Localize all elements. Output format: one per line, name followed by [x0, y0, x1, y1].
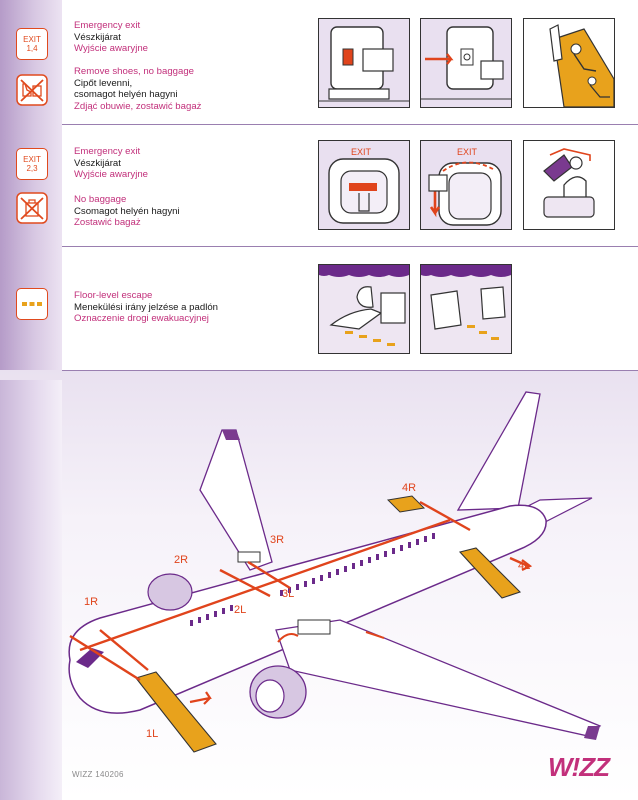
text-hu: Cipőt levenni,: [74, 77, 133, 89]
panel-overwing-exit-remove: EXIT: [420, 140, 512, 230]
panel-crawl-floor-lights: [318, 264, 410, 354]
exit-label-3r: 3R: [270, 534, 285, 546]
text-hu: Csomagot helyén hagyni: [74, 205, 180, 217]
exit-label-3l: 3L: [282, 588, 295, 600]
exit-icon-label: EXIT: [23, 155, 41, 164]
panel-floor-lights-aisle: [420, 264, 512, 354]
text-en: Emergency exit: [74, 20, 141, 31]
text-pl: Wyjście awaryjne: [74, 169, 149, 180]
aircraft-exit-diagram: [68, 391, 602, 753]
wizz-logo: W!ZZ: [548, 752, 610, 782]
text-en: Remove shoes, no baggage: [74, 66, 195, 77]
text-pl: Zdjąć obuwie, zostawić bagaż: [74, 100, 202, 112]
exit-icon-numbers: 2,3: [26, 164, 38, 173]
section-divider: [62, 370, 638, 371]
exit-icon-label: EXIT: [23, 35, 41, 44]
panel-door-push: [420, 18, 512, 108]
section1-text-2: Remove shoes, no baggage Cipőt levenni, …: [74, 66, 304, 112]
text-en: Floor-level escape: [74, 290, 153, 301]
section-divider: [62, 246, 638, 247]
no-shoes-no-baggage-icon: [16, 74, 48, 106]
floor-lights-dashes-icon: [22, 302, 42, 306]
exit-label-4r: 4R: [402, 482, 417, 494]
text-hu: Vészkijárat: [74, 157, 121, 169]
panel-overwing-exit-handle: EXIT: [318, 140, 410, 230]
text-pl: Oznaczenie drogi ewakuacyjnej: [74, 313, 209, 324]
section2-text: Emergency exit Vészkijárat Wyjście awary…: [74, 146, 304, 181]
section-divider: [62, 124, 638, 125]
exit-label-2l: 2L: [234, 604, 247, 616]
exit-icon-numbers: 1,4: [26, 44, 38, 53]
exit-label-2r: 2R: [174, 554, 189, 566]
section2-text-2: No baggage Csomagot helyén hagyni Zostaw…: [74, 194, 304, 229]
exit-sign: EXIT: [457, 147, 478, 157]
section3-text: Floor-level escape Menekülési irány jelz…: [74, 290, 304, 325]
exit-label-1r: 1R: [84, 596, 99, 608]
text-en: Emergency exit: [74, 146, 141, 157]
text-hu: Vészkijárat: [74, 31, 121, 43]
no-baggage-icon: [16, 192, 48, 224]
card-code: WIZZ 140206: [72, 770, 124, 779]
text-pl: Wyjście awaryjne: [74, 43, 149, 54]
panel-door-open-handle: [318, 18, 410, 108]
exit-icon: EXIT 2,3: [16, 148, 48, 180]
exit-sign: EXIT: [351, 147, 372, 157]
exit-icon: EXIT 1,4: [16, 28, 48, 60]
text-hu: Menekülési irány jelzése a padlón: [74, 301, 218, 313]
floor-path-lights-icon: [16, 288, 48, 320]
text-en: No baggage: [74, 194, 127, 205]
exit-label-1l: 1L: [146, 728, 159, 740]
exit-label-4l: 4L: [518, 560, 531, 572]
panel-slide-descent: [523, 18, 615, 108]
sidebar-band-lower: [0, 380, 62, 800]
section1-text: Emergency exit Vészkijárat Wyjście awary…: [74, 20, 304, 55]
panel-throw-hatch-out: [523, 140, 615, 230]
text-hu: csomagot helyén hagyni: [74, 89, 178, 100]
text-pl: Zostawić bagaż: [74, 217, 141, 228]
